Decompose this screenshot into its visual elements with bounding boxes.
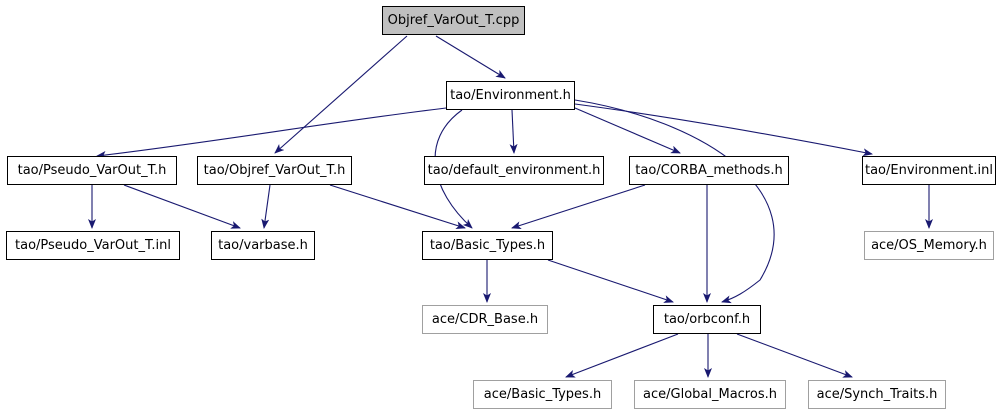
edge-n5-n9 — [511, 184, 646, 230]
edge-n0-n3 — [274, 35, 408, 154]
edge-n3-n9 — [329, 184, 466, 230]
node-label: ace/Basic_Types.h — [483, 387, 602, 402]
edge-n12-n13 — [565, 333, 679, 378]
node-label: tao/orbconf.h — [663, 312, 751, 327]
edge-n1-n5 — [574, 107, 681, 154]
edge-n1-n2 — [96, 107, 447, 159]
node-label: ace/OS_Memory.h — [871, 238, 987, 253]
node-tao-pseudo-varout-t-h[interactable]: tao/Pseudo_VarOut_T.h — [7, 156, 177, 185]
node-label: tao/default_environment.h — [427, 163, 601, 178]
node-ace-global-macros-h[interactable]: ace/Global_Macros.h — [634, 380, 786, 409]
node-label: tao/varbase.h — [218, 238, 308, 253]
node-label: tao/Pseudo_VarOut_T.h — [17, 163, 167, 178]
edge-n1-n12 — [574, 99, 775, 304]
node-label: ace/Global_Macros.h — [643, 387, 777, 402]
node-tao-basic-types-h[interactable]: tao/Basic_Types.h — [422, 231, 553, 260]
node-tao-objref-varout-t-h[interactable]: tao/Objref_VarOut_T.h — [197, 156, 352, 185]
node-ace-synch-traits-h[interactable]: ace/Synch_Traits.h — [808, 380, 946, 409]
node-objref-varout-t-cpp[interactable]: Objref_VarOut_T.cpp — [382, 6, 525, 35]
edge-n1-n4 — [509, 109, 518, 154]
node-label: tao/Environment.h — [450, 88, 571, 103]
edge-n1-n6 — [574, 103, 873, 157]
edge-n2-n8 — [123, 184, 241, 229]
node-label: tao/Environment.inl — [864, 163, 993, 178]
node-tao-orbconf-h[interactable]: tao/orbconf.h — [653, 305, 761, 334]
node-tao-pseudo-varout-t-inl[interactable]: tao/Pseudo_VarOut_T.inl — [6, 231, 180, 260]
edge-n3-n8 — [261, 184, 271, 229]
node-ace-basic-types-h[interactable]: ace/Basic_Types.h — [473, 380, 612, 409]
node-label: ace/Synch_Traits.h — [816, 387, 938, 402]
node-label: ace/CDR_Base.h — [431, 312, 539, 327]
node-label: tao/Pseudo_VarOut_T.inl — [15, 238, 171, 253]
node-tao-varbase-h[interactable]: tao/varbase.h — [211, 231, 315, 260]
node-label: tao/Basic_Types.h — [429, 238, 546, 253]
node-label: tao/Objref_VarOut_T.h — [203, 163, 346, 178]
edge-n9-n12 — [547, 259, 674, 303]
node-tao-environment-h[interactable]: tao/Environment.h — [446, 81, 575, 110]
node-ace-os-memory-h[interactable]: ace/OS_Memory.h — [864, 231, 994, 260]
edge-n0-n1 — [435, 35, 506, 79]
node-tao-corba-methods-h[interactable]: tao/CORBA_methods.h — [629, 156, 789, 185]
node-label: Objref_VarOut_T.cpp — [387, 13, 520, 28]
edge-n12-n15 — [736, 333, 853, 378]
node-tao-default-environment-h[interactable]: tao/default_environment.h — [424, 156, 604, 185]
node-label: tao/CORBA_methods.h — [635, 163, 783, 178]
node-ace-cdr-base-h[interactable]: ace/CDR_Base.h — [422, 305, 548, 334]
node-tao-environment-inl[interactable]: tao/Environment.inl — [862, 156, 996, 185]
